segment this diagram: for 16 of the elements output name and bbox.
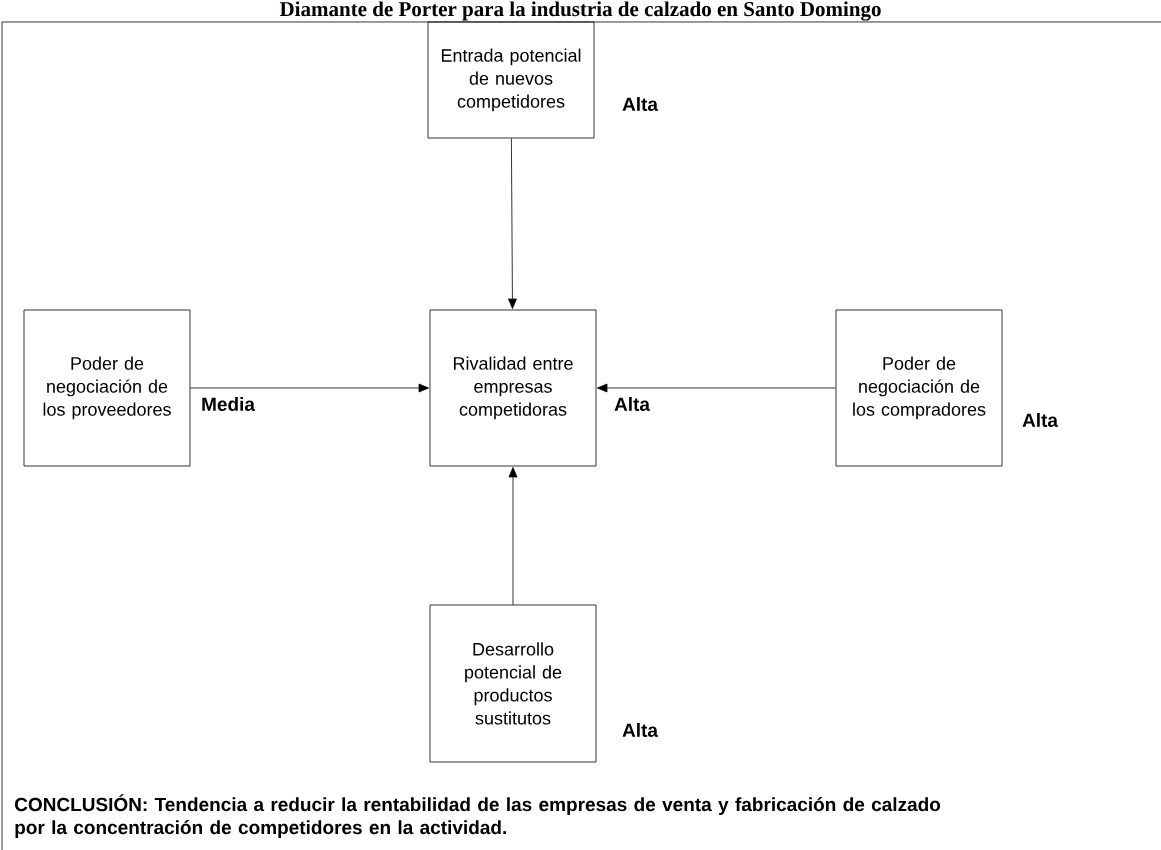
- title: Diamante de Porter para la industria de calzado en Santo Domingo: [279, 1, 881, 21]
- process-box: Poder de negociación de los compradores: [835, 309, 1003, 467]
- arrow: [508, 467, 518, 605]
- arrow: [597, 383, 836, 393]
- conclusion-text: CONCLUSIÓN: Tendencia a reducir la rentabilidad de las empresas de venta y fabricación de calzado por la concentración de competidores en la actividad.: [15, 794, 941, 838]
- process-box: Desarrollo potencial de productos sustitutos: [429, 604, 597, 763]
- process-box: Rivalidad entre empresas competidoras: [429, 309, 597, 467]
- arrow: [190, 383, 429, 393]
- rating-label: Alta: [622, 97, 659, 111]
- process-box: Poder de negociación de los proveedores: [23, 309, 191, 467]
- process-box: Entrada potencial de nuevos competidores: [427, 21, 595, 139]
- rating-label: Alta: [622, 723, 659, 737]
- rating-label: Media: [202, 397, 256, 411]
- arrow: [508, 138, 517, 309]
- rating-label: Alta: [614, 397, 651, 411]
- rating-label: Alta: [1022, 413, 1059, 427]
